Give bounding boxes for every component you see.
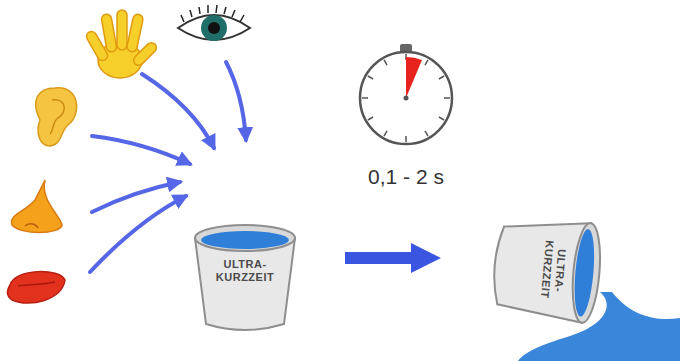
illustration-part	[208, 22, 220, 34]
illustration-part	[368, 76, 373, 79]
illustration-part	[425, 131, 428, 136]
illustration-part	[117, 10, 127, 50]
illustration-part	[444, 97, 450, 99]
illustration-part	[90, 196, 186, 272]
ear-icon	[36, 88, 77, 146]
illustration-part	[360, 52, 452, 144]
flow-arrow	[345, 252, 412, 264]
illustration-part	[25, 224, 38, 228]
stopwatch-icon	[360, 44, 452, 144]
illustration-part	[406, 57, 422, 98]
illustration-part	[384, 131, 387, 136]
bucket-node: ULTRA- KURZZEIT	[485, 210, 609, 330]
illustration-part	[132, 41, 159, 68]
eye-icon	[178, 5, 250, 41]
illustration-part	[178, 15, 250, 40]
illustration-part	[11, 180, 62, 233]
bucket-water	[201, 231, 289, 249]
illustration-part	[101, 13, 117, 52]
bucket-rim	[569, 222, 604, 324]
illustration-part	[362, 97, 368, 99]
illustration-part	[201, 15, 227, 41]
bucket-rim	[195, 225, 295, 251]
hand-icon	[85, 10, 159, 78]
illustration-part	[384, 60, 387, 65]
illustration-part	[126, 13, 144, 52]
illustration-part	[36, 88, 77, 146]
bucket-label: ULTRA- KURZZEIT	[210, 258, 280, 283]
duration-label: 0,1 - 2 s	[351, 165, 461, 189]
bucket-node: ULTRA- KURZZEIT	[190, 220, 300, 335]
illustration-part	[226, 62, 246, 140]
illustration-part	[8, 272, 65, 304]
illustration-part	[18, 282, 55, 286]
illustration-part	[362, 54, 450, 142]
illustration-part	[425, 60, 428, 65]
illustration-part	[142, 74, 214, 148]
illustration-part	[92, 136, 190, 164]
illustration-part	[439, 76, 444, 79]
illustration-part	[405, 136, 407, 142]
illustration-part	[50, 100, 64, 134]
tongue-icon	[8, 272, 65, 304]
bucket-water	[572, 228, 598, 317]
illustration-part	[439, 117, 444, 120]
illustration-part	[404, 96, 409, 101]
nose-icon	[11, 180, 62, 233]
illustration-part	[181, 5, 244, 22]
illustration-part	[368, 117, 373, 120]
